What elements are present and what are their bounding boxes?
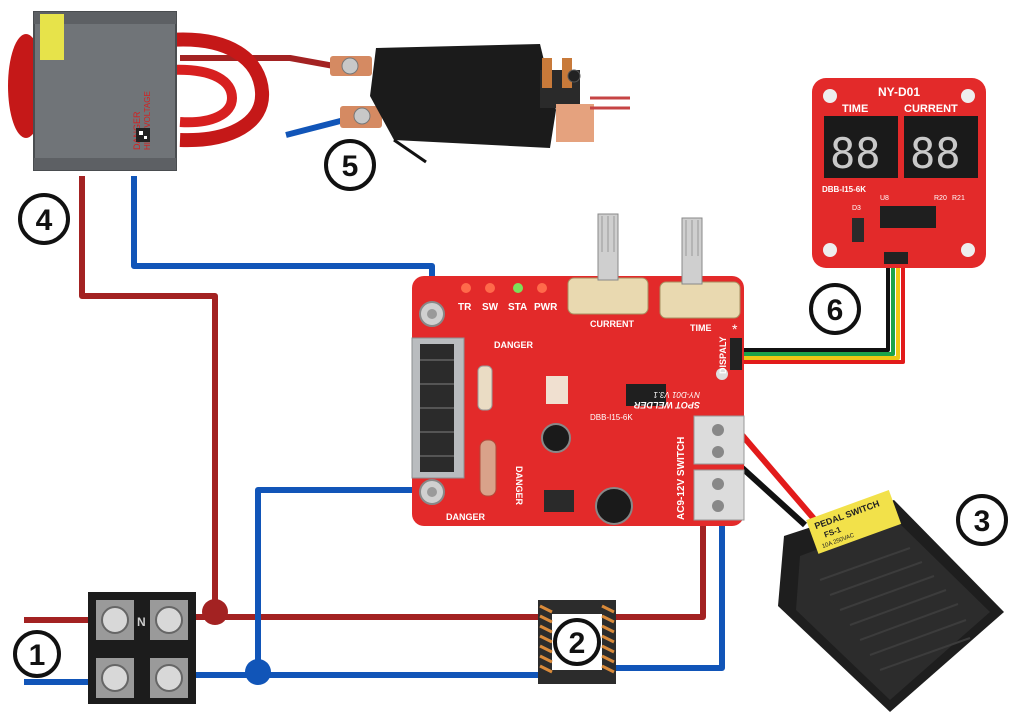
svg-text:4: 4 — [36, 204, 53, 237]
display-header[interactable] — [730, 338, 742, 370]
svg-text:2: 2 — [569, 627, 586, 660]
display-cable-green — [742, 268, 895, 356]
board-spot-welder-label: SPOT WELDER — [633, 400, 700, 410]
power-terminal-block[interactable] — [693, 469, 745, 521]
callout-4: 4 — [18, 193, 70, 245]
terminal-screw[interactable] — [101, 606, 129, 634]
led-label-sw: SW — [482, 302, 499, 313]
weld-head — [330, 44, 630, 164]
led-sta — [513, 283, 523, 293]
terminal-screw[interactable] — [155, 664, 183, 692]
live-wire-secondary — [180, 55, 346, 71]
board-transistor — [544, 490, 574, 512]
transformer-voltage-text: HIGH VOLTAGE — [143, 91, 152, 150]
callout-1: 1 — [13, 630, 61, 678]
led-label-tr: TR — [458, 302, 472, 313]
knob-current-label: CURRENT — [590, 319, 635, 329]
callout-3: 3 — [956, 494, 1008, 546]
live-junction-dot — [202, 599, 228, 625]
callouts: 1 2 3 4 5 6 — [13, 139, 1008, 678]
display-time-digits: 88 — [830, 129, 881, 178]
led-label-pwr: PWR — [534, 302, 558, 313]
board-capacitor-large — [595, 487, 633, 525]
knob-time-label: TIME — [690, 323, 712, 333]
time-knob[interactable] — [659, 217, 741, 319]
display-u8-label: U8 — [880, 195, 889, 202]
callout-6: 6 — [809, 283, 861, 335]
led-tr — [461, 283, 471, 293]
display-time-screen — [824, 116, 898, 178]
switch-terminal-block[interactable] — [693, 415, 745, 465]
display-cable-yellow — [742, 268, 900, 360]
foot-pedal[interactable]: PEDAL SWITCH FS-1 10A 250VAC — [778, 489, 1004, 712]
board-display-label: DISPALY — [718, 336, 728, 374]
led-labels: TR SW STA PWR — [458, 302, 558, 313]
display-r21-label: R21 — [952, 195, 965, 202]
neutral-wire-transformer-to-board — [131, 176, 435, 312]
weld-copper-arm — [556, 104, 594, 142]
svg-text:3: 3 — [974, 505, 991, 538]
display-r20-label: R20 — [934, 195, 947, 202]
board-resistor — [477, 365, 493, 411]
board-mount-hole — [716, 368, 728, 380]
terminal-screw[interactable] — [155, 606, 183, 634]
display-switch — [852, 218, 864, 242]
neutral-wire-board-to-terminal — [255, 487, 432, 675]
board-chip-label: DBB-I15-6K — [590, 413, 633, 422]
callout-5: 5 — [324, 139, 376, 191]
live-wire-transformer-primary — [79, 176, 218, 610]
filter-coil — [538, 600, 616, 684]
terminal-screw[interactable] — [101, 664, 129, 692]
weld-bolt-bottom — [353, 107, 371, 125]
svg-text:1: 1 — [29, 639, 46, 672]
callout-2: 2 — [553, 618, 601, 666]
display-current-screen — [904, 116, 978, 178]
led-pwr — [537, 283, 547, 293]
transformer-coil-loops — [169, 32, 270, 148]
display-current-digits: 88 — [910, 129, 961, 178]
terminal-block: N — [88, 592, 196, 704]
board-danger-mid: DANGER — [514, 466, 524, 506]
display-pins — [884, 252, 908, 264]
transformer: DANGER HIGH VOLTAGE — [8, 11, 270, 171]
display-chip-label: DBB-I15-6K — [822, 185, 866, 194]
board-danger-top: DANGER — [494, 340, 534, 350]
display-time-label: TIME — [842, 103, 868, 115]
svg-text:5: 5 — [342, 150, 359, 183]
display-d3-label: D3 — [852, 205, 861, 212]
display-chip — [880, 206, 936, 228]
display-cable-red — [742, 268, 905, 364]
board-leds — [461, 283, 547, 293]
neutral-wire-coil-to-switch — [615, 505, 725, 671]
display-header-star: * — [732, 321, 738, 337]
live-wire-coil-to-switch — [615, 487, 706, 620]
display-cable-black — [742, 268, 890, 352]
board-capacitor-small — [541, 423, 571, 453]
terminal-n-symbol: N — [137, 615, 146, 629]
transformer-yellow-label — [40, 14, 64, 60]
wires — [24, 55, 905, 685]
display-module: NY-D01 TIME CURRENT 88 88 DBB-I15-6K D3 … — [812, 78, 986, 268]
display-current-label: CURRENT — [904, 103, 958, 115]
svg-text:6: 6 — [827, 294, 844, 327]
pedal-cable-red — [733, 426, 818, 522]
control-board: TR SW STA PWR CURRENT TIME DANGER DANGER… — [411, 213, 745, 526]
weld-body — [370, 44, 556, 148]
board-switch-label: AC9-12V SWITCH — [676, 437, 687, 520]
neutral-junction-dot — [245, 659, 271, 685]
current-knob[interactable] — [567, 213, 649, 315]
board-ic — [626, 384, 666, 406]
board-danger-bottom: DANGER — [446, 512, 486, 522]
display-title: NY-D01 — [878, 85, 920, 99]
led-label-sta: STA — [508, 302, 527, 313]
weld-bolt-top — [341, 57, 359, 75]
board-model-label: NY-D01 V3.1 — [653, 390, 700, 399]
board-fuse — [479, 439, 497, 497]
board-relay — [546, 376, 568, 404]
led-sw — [485, 283, 495, 293]
